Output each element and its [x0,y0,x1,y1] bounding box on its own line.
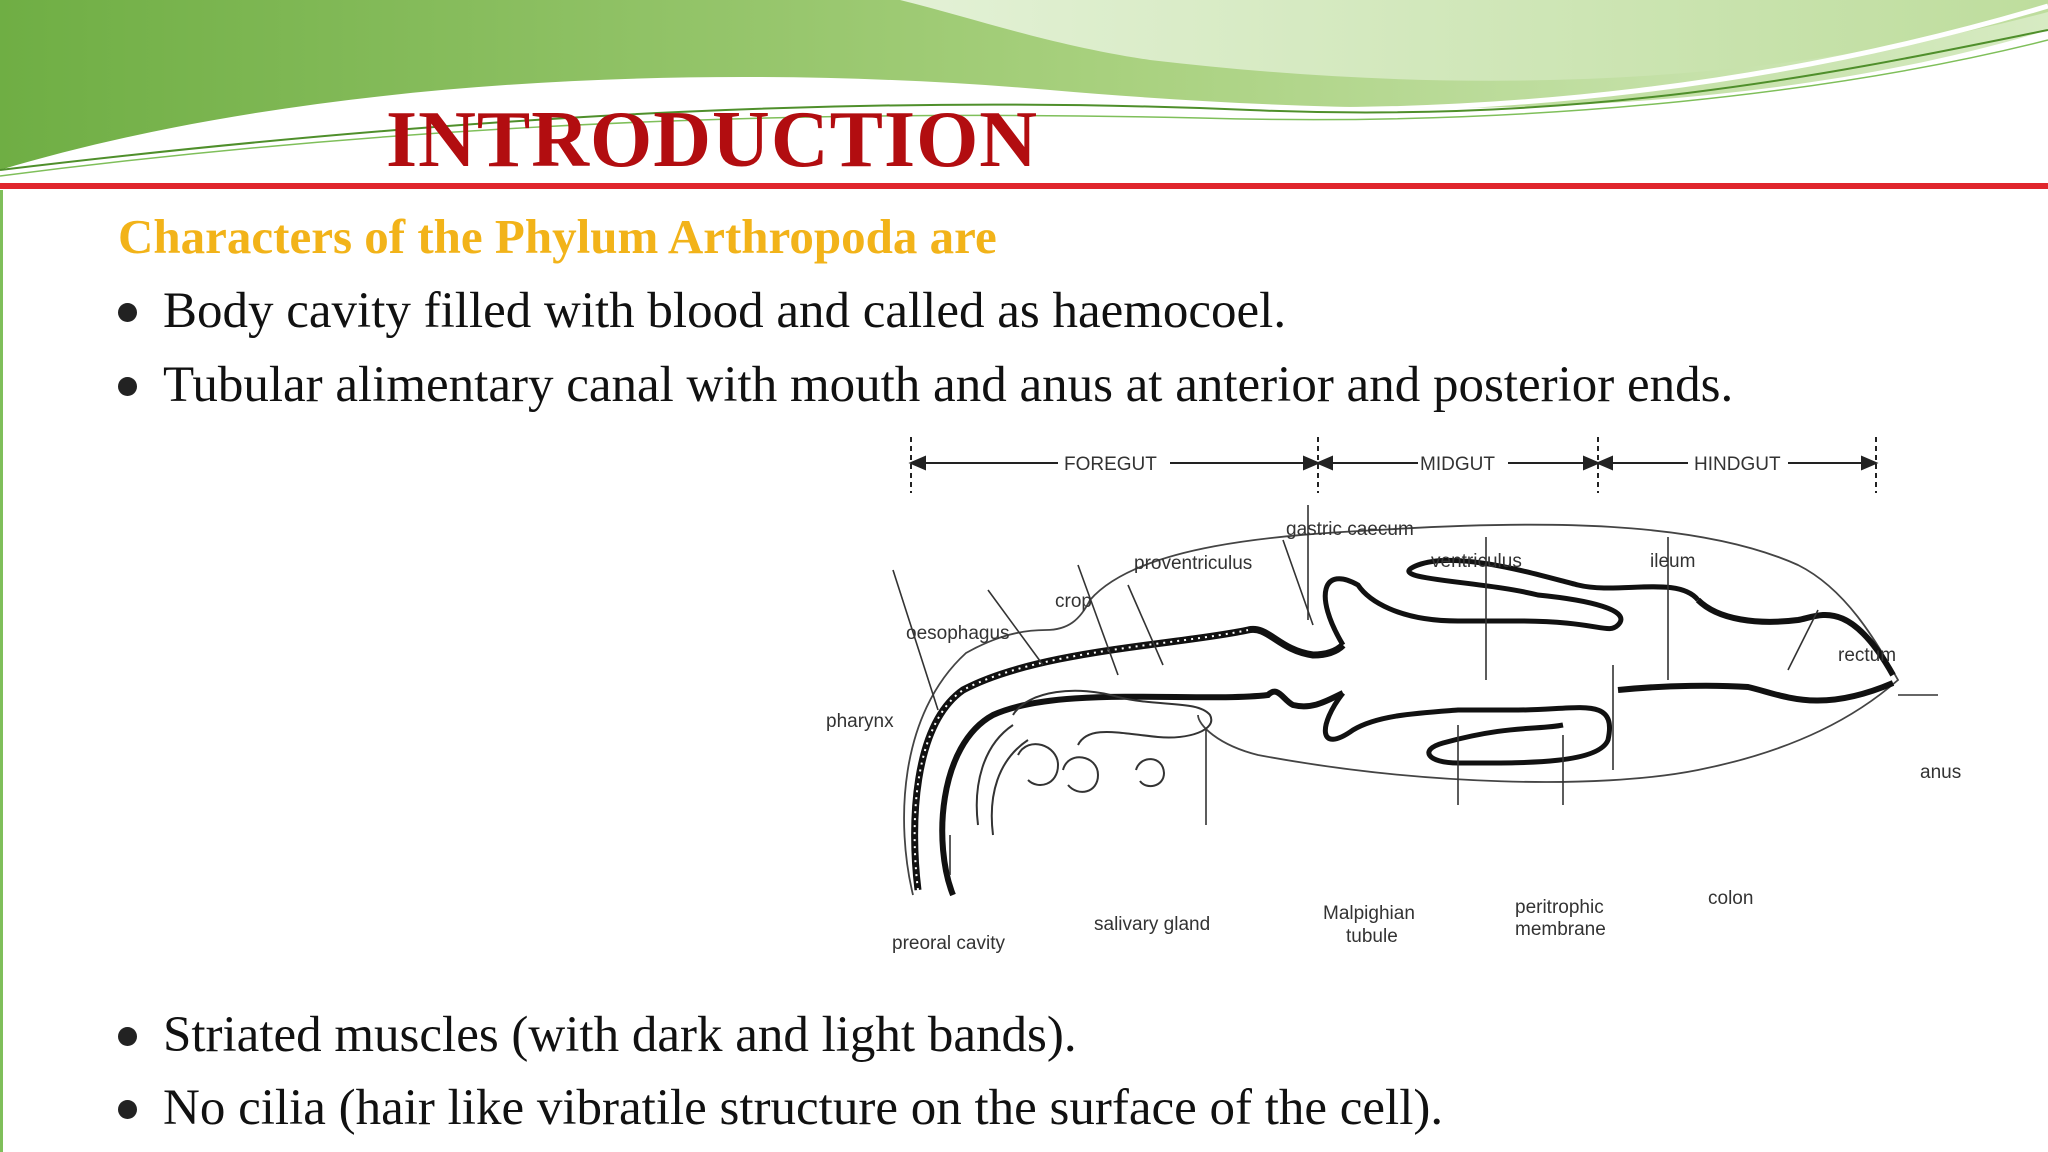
midgut-label: MIDGUT [1420,454,1495,475]
oesophagus-label: oesophagus [906,623,1010,644]
left-green-rule [0,190,3,1152]
peritrophic-membrane-label-1: peritrophic [1515,897,1604,918]
bullet-dot-icon [118,377,137,396]
foregut-label: FOREGUT [1064,454,1157,475]
rectum-label: rectum [1838,645,1896,666]
crop-label: crop [1055,591,1092,612]
alimentary-canal-diagram: FOREGUT MIDGUT HINDGUT [826,437,1961,954]
bullet-item: Body cavity filled with blood and called… [118,281,1286,342]
bullet-item: Striated muscles (with dark and light ba… [118,1005,1077,1066]
title-underline-rule [0,183,2048,189]
leader-lines [892,505,1938,875]
bullet-item: Tubular alimentary canal with mouth and … [118,355,1878,416]
slide-title: INTRODUCTION [386,96,1039,184]
salivary-gland-drawing [975,689,1213,836]
malpighian-tubule-label-1: Malpighian [1323,903,1415,924]
gut-region-scale [908,437,1879,493]
malpighian-tubule-label-2: tubule [1346,926,1398,947]
bullet-text: Striated muscles (with dark and light ba… [163,1007,1077,1063]
colon-label: colon [1708,888,1753,909]
bullet-dot-icon [118,1027,137,1046]
gastric-caecum-label: gastric caecum [1286,519,1414,540]
bullet-text: Body cavity filled with blood and called… [163,283,1287,339]
proventriculus-label: proventriculus [1134,553,1252,574]
bullet-text: Tubular alimentary canal with mouth and … [163,357,1734,413]
salivary-gland-label: salivary gland [1094,914,1210,935]
bullet-item: No cilia (hair like vibratile structure … [118,1078,1443,1139]
body-outline [903,523,1900,896]
pharynx-label: pharynx [826,711,894,732]
anus-label: anus [1920,762,1961,783]
ileum-label: ileum [1650,551,1695,572]
bullet-text: No cilia (hair like vibratile structure … [163,1080,1444,1136]
bullet-dot-icon [118,303,137,322]
gut-wall [911,557,1896,897]
green-wave-banner [0,0,2048,177]
peritrophic-membrane-label-2: membrane [1515,919,1606,940]
bullet-dot-icon [118,1100,137,1119]
preoral-cavity-label: preoral cavity [892,933,1005,954]
hindgut-label: HINDGUT [1694,454,1781,475]
slide-subtitle: Characters of the Phylum Arthropoda are [118,209,997,264]
ventriculus-label: ventriculus [1431,551,1522,572]
